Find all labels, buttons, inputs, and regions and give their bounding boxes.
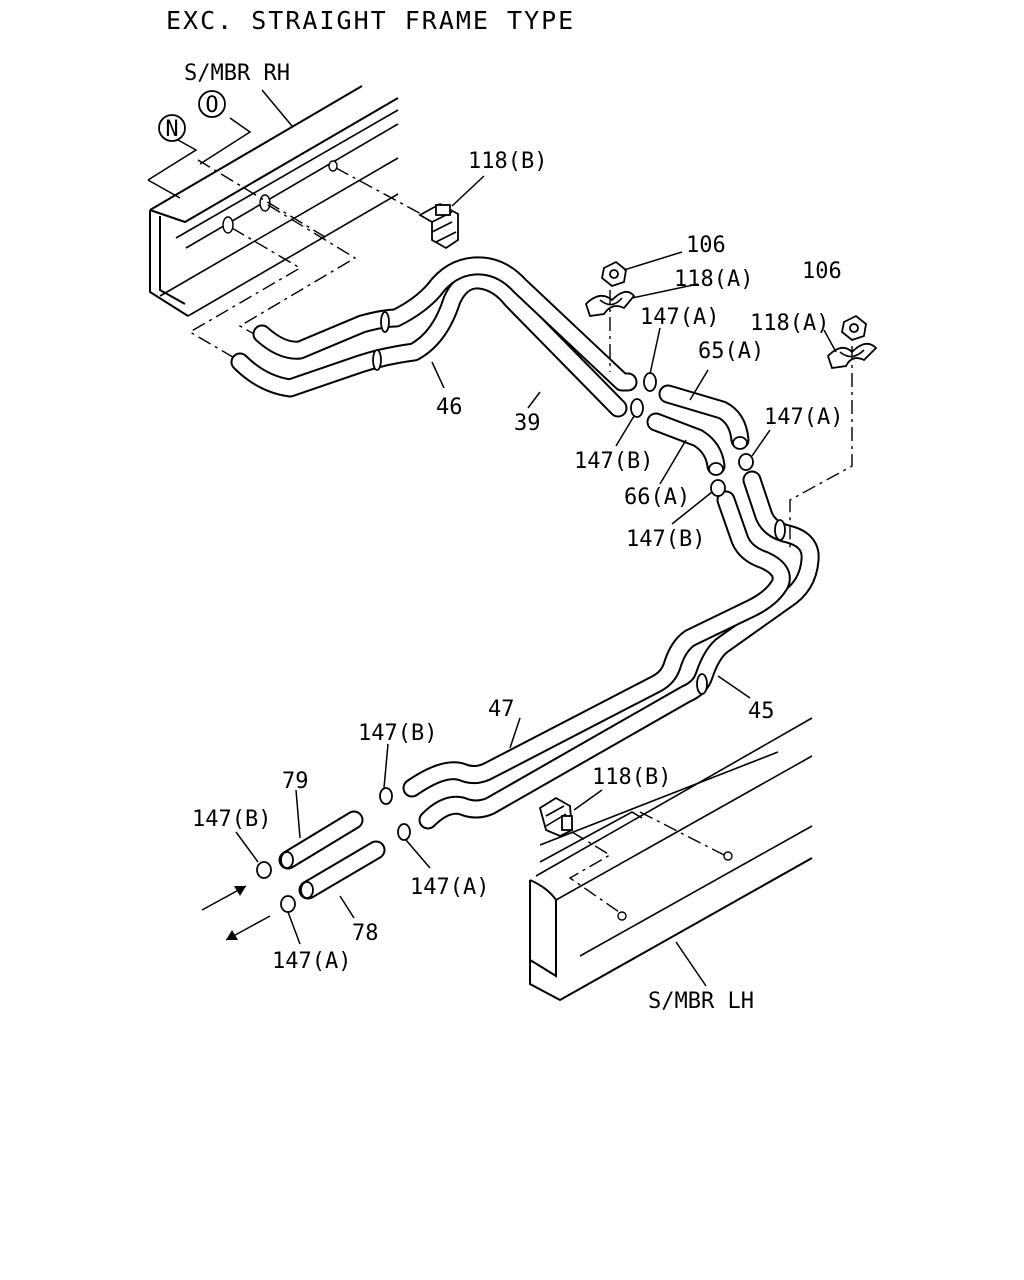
label-147a-4: 147(A): [272, 949, 351, 974]
label-147b-3: 147(B): [358, 721, 437, 746]
hose-clamp-147a-4: [280, 895, 296, 913]
label-147a-1: 147(A): [640, 305, 719, 330]
label-106-b: 106: [802, 259, 842, 284]
frame-lh-dashed-lines: [568, 811, 727, 915]
clip-118b-bottom: [538, 796, 573, 837]
callout-o: O: [198, 90, 226, 118]
label-65a: 65(A): [698, 339, 764, 364]
flow-arrow-out: [225, 915, 271, 941]
pipe-45: [418, 470, 820, 830]
label-smbr-rh: S/MBR RH: [184, 61, 290, 86]
label-78: 78: [352, 921, 379, 946]
clip-118b-top: [418, 202, 459, 250]
label-147a-3: 147(A): [410, 875, 489, 900]
frame-dashed-reference-lines: [188, 159, 426, 361]
label-118b-top: 118(B): [468, 149, 547, 174]
label-66a: 66(A): [624, 485, 690, 510]
hose-clamp-147a-2: [738, 453, 754, 471]
hose-clamp-147b-3: [379, 787, 393, 805]
diagram-title: EXC. STRAIGHT FRAME TYPE: [166, 6, 575, 35]
hose-79: [278, 810, 364, 870]
label-147a-2: 147(A): [764, 405, 843, 430]
hose-clamp-147a-3: [397, 823, 411, 841]
hose-clamp-147b-2: [710, 479, 726, 497]
callout-bracket-lines: [147, 117, 252, 199]
hose-78: [298, 840, 386, 900]
frame-member-lh: [529, 717, 813, 1002]
label-39: 39: [514, 411, 541, 436]
hose-clamp-147b-1: [630, 398, 644, 418]
label-79: 79: [282, 769, 309, 794]
hose-66a: [646, 412, 726, 476]
hose-clamp-147a-1: [643, 372, 657, 392]
flow-arrow-in: [201, 885, 247, 911]
hose-clamp-147b-4: [256, 861, 272, 879]
nut-106-a: [601, 260, 627, 288]
leader-lines: [235, 175, 837, 945]
label-118b-bottom: 118(B): [592, 765, 671, 790]
callout-o-label: O: [205, 93, 218, 118]
label-106-a: 106: [686, 233, 726, 258]
frame-member-rh: [149, 85, 399, 317]
pipe-46: [230, 270, 628, 418]
callout-n: N: [158, 114, 186, 142]
label-147b-4: 147(B): [192, 807, 271, 832]
label-45: 45: [748, 699, 775, 724]
label-147b-2: 147(B): [626, 527, 705, 552]
label-smbr-lh: S/MBR LH: [648, 989, 754, 1014]
label-46: 46: [436, 395, 463, 420]
callout-n-label: N: [165, 117, 178, 142]
pipe-39: [252, 256, 638, 392]
label-118a-a: 118(A): [674, 267, 753, 292]
label-147b-1: 147(B): [574, 449, 653, 474]
hose-65a: [658, 384, 750, 450]
nut-106-b: [841, 314, 867, 342]
label-47: 47: [488, 697, 515, 722]
label-118a-b: 118(A): [750, 311, 829, 336]
pipe-47: [402, 490, 791, 798]
